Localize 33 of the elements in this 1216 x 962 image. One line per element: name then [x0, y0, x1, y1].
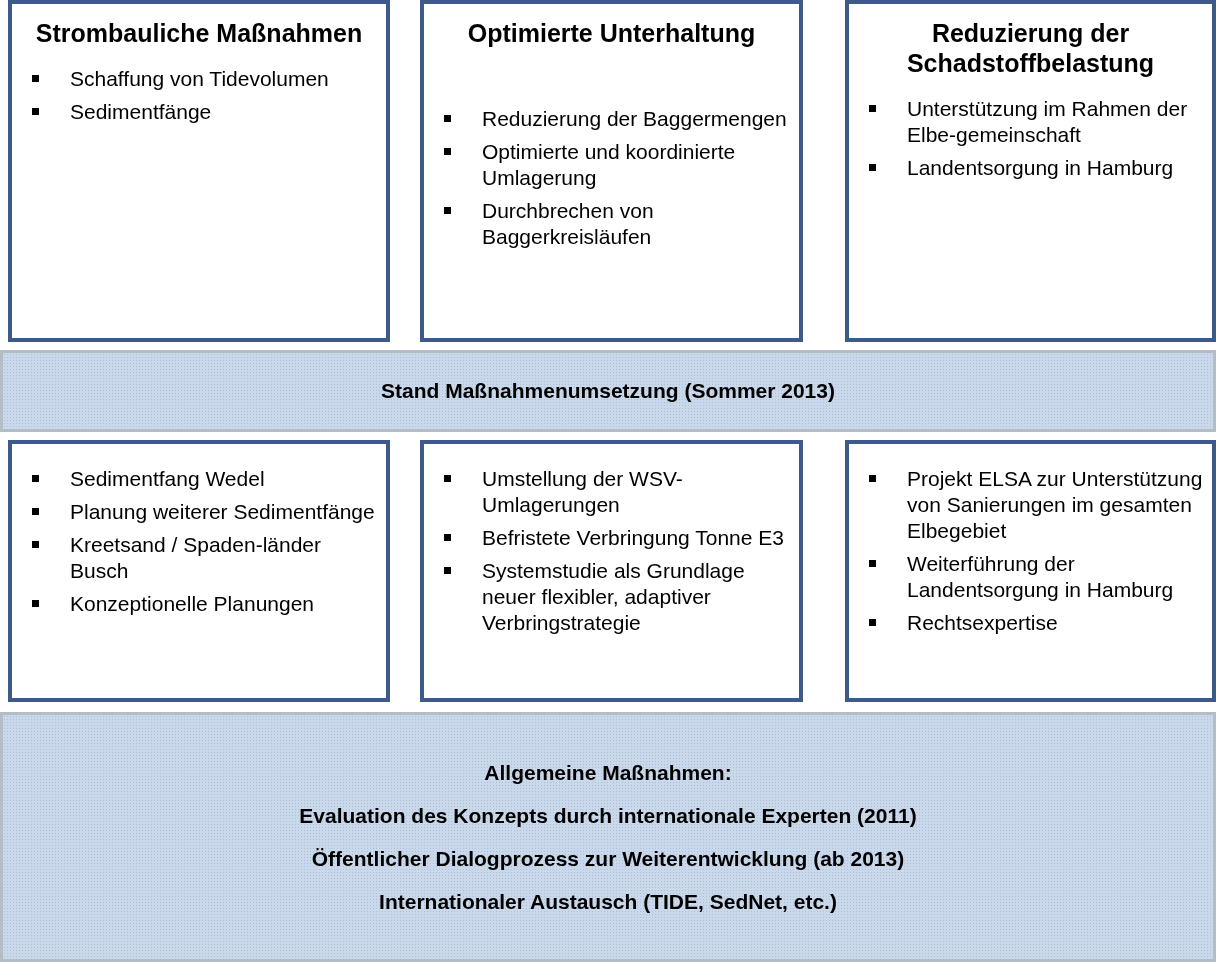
summary-band	[0, 350, 1216, 432]
bullet-text: Umstellung der WSV-Umlagerungen	[482, 466, 684, 518]
bullet-text: Kreetsand / Spaden-länder Busch	[70, 532, 322, 584]
bullet-text: Rechtsexpertise	[907, 610, 1059, 636]
category-panel	[8, 440, 390, 702]
bullet-text: Schaffung von Tidevolumen	[70, 66, 330, 92]
summary-band	[0, 712, 1216, 962]
bullet-text: Durchbrechen von Baggerkreisläufen	[482, 198, 655, 250]
panel-heading: Strombauliche Maßnahmen	[34, 18, 364, 48]
bullet-text: Reduzierung der Baggermengen	[482, 106, 788, 132]
panel-heading: Reduzierung der Schadstoffbelastung	[905, 18, 1156, 78]
bullet-text: Systemstudie als Grundlage neuer flexibler, adaptiver Verbringstrategie	[482, 558, 746, 636]
bullet-text: Befristete Verbringung Tonne E3	[482, 525, 785, 551]
band-text: Allgemeine Maßnahmen:	[483, 759, 733, 786]
panel-heading: Optimierte Unterhaltung	[466, 18, 757, 48]
bullet-text: Unterstützung im Rahmen der Elbe-gemeinschaft	[907, 96, 1189, 148]
bullet-text: Sedimentfang Wedel	[70, 466, 266, 492]
bullet-text: Konzeptionelle Planungen	[70, 591, 316, 617]
bullet-text: Optimierte und koordinierte Umlagerung	[482, 139, 737, 191]
category-panel	[8, 0, 390, 342]
category-panel	[420, 0, 803, 342]
band-text: Internationaler Austausch (TIDE, SedNet, etc.)	[378, 888, 838, 915]
band-text: Evaluation des Konzepts durch internationale Experten (2011)	[298, 802, 918, 829]
category-panel	[845, 440, 1216, 702]
bullet-text: Landentsorgung in Hamburg	[907, 155, 1175, 181]
category-panel	[420, 440, 803, 702]
bullet-text: Planung weiterer Sedimentfänge	[70, 499, 376, 525]
bullet-text: Weiterführung der Landentsorgung in Hamburg	[907, 551, 1175, 603]
band-text: Stand Maßnahmenumsetzung (Sommer 2013)	[380, 378, 836, 404]
bullet-text: Projekt ELSA zur Unterstützung von Sanierungen im gesamten Elbegebiet	[907, 466, 1204, 544]
bullet-text: Sedimentfänge	[70, 99, 213, 125]
band-text: Öffentlicher Dialogprozess zur Weiterentwicklung (ab 2013)	[310, 845, 906, 872]
category-panel	[845, 0, 1216, 342]
